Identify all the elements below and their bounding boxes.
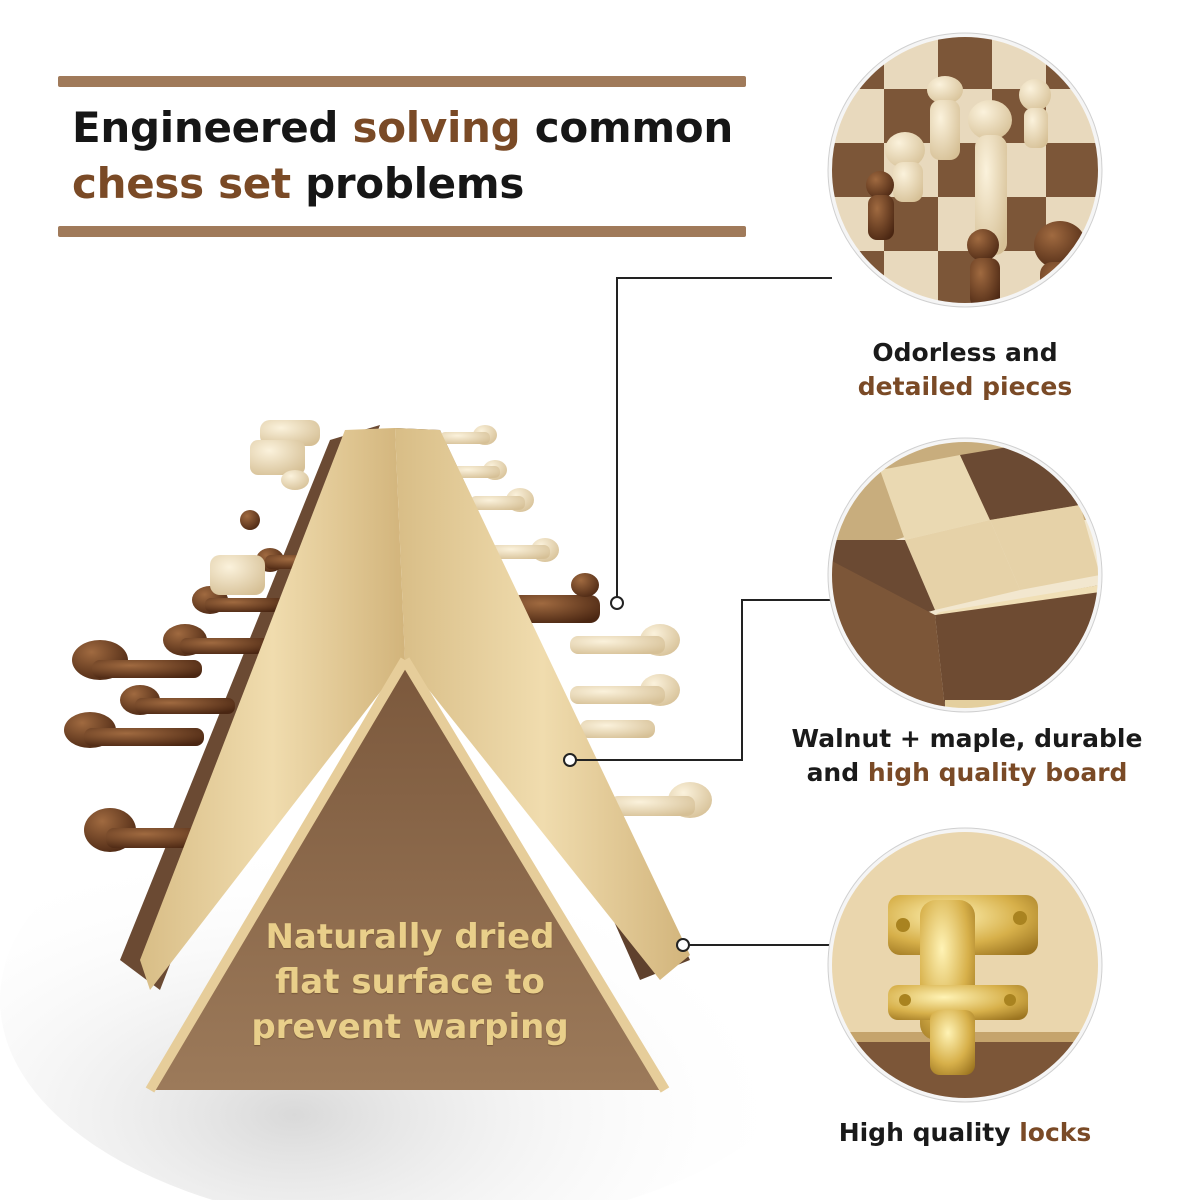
dark-pieces-right <box>510 573 600 623</box>
callout-text: Odorless and <box>872 338 1058 367</box>
prism-label-line: flat surface to <box>275 962 545 1002</box>
callout-accent-text: locks <box>1019 1118 1092 1147</box>
headline-line-2: chess set problems <box>72 156 772 212</box>
callout-accent-text: detailed pieces <box>857 372 1073 401</box>
headline-accent-word: chess set <box>72 159 291 208</box>
callout-line: Odorless and <box>800 336 1130 370</box>
headline-accent-word: solving <box>352 103 521 152</box>
light-pieces-left <box>210 420 320 595</box>
headline-word: Engineered <box>72 103 353 152</box>
detail-photo-pieces <box>827 32 1103 308</box>
face-edge-right <box>400 657 670 1093</box>
light-pieces-right <box>440 425 712 818</box>
callout-line: High quality locks <box>800 1116 1130 1150</box>
headline-word: common <box>520 103 734 152</box>
face-edge-left <box>145 657 410 1093</box>
connector-dots <box>563 596 690 952</box>
prism-feature-label: Naturally dried flat surface to prevent … <box>230 915 590 1050</box>
header-rule-bottom <box>58 226 746 237</box>
prism-label-line: prevent warping <box>251 1007 569 1047</box>
callout-line: and high quality board <box>782 756 1152 790</box>
callout-accent-text: high quality board <box>867 758 1128 787</box>
callout-text: High quality <box>838 1118 1020 1147</box>
callout-line: Walnut + maple, durable <box>782 722 1152 756</box>
right-board-edge <box>395 428 690 980</box>
headline-word: problems <box>290 159 525 208</box>
page-headline: Engineered solving common chess set prob… <box>72 100 772 212</box>
detail-photo-lock <box>827 827 1103 1103</box>
detail-photo-board <box>827 437 1103 713</box>
callout-pieces: Odorless and detailed pieces <box>800 336 1130 404</box>
header-rule-top <box>58 76 746 87</box>
callout-text: Walnut + maple, durable <box>791 724 1143 753</box>
headline-line-1: Engineered solving common <box>72 100 772 156</box>
callout-locks: High quality locks <box>800 1116 1130 1150</box>
callout-board: Walnut + maple, durable and high quality… <box>782 722 1152 790</box>
callout-line: detailed pieces <box>800 370 1130 404</box>
left-board-edge <box>140 428 405 990</box>
board-end-face <box>150 660 665 1090</box>
callout-connectors <box>570 277 832 946</box>
prism-label-line: Naturally dried <box>265 917 555 957</box>
callout-text: and <box>806 758 868 787</box>
